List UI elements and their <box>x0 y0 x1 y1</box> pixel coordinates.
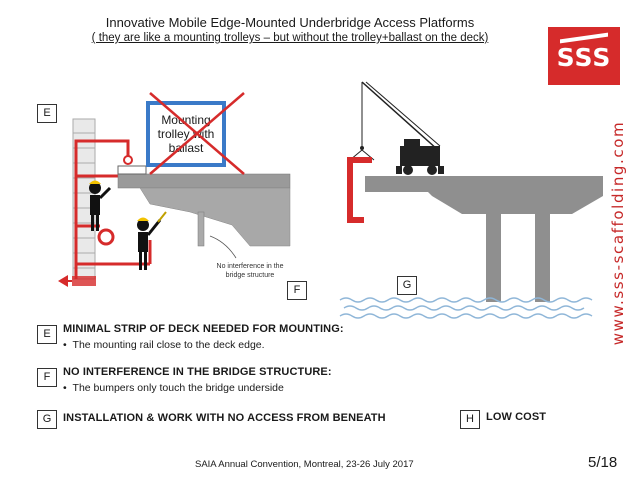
feature-f-bullet-text: The bumpers only touch the bridge unders… <box>72 382 284 394</box>
water-waves <box>339 297 593 319</box>
note-pointer <box>209 235 237 259</box>
feature-e-title: MINIMAL STRIP OF DECK NEEDED FOR MOUNTIN… <box>63 323 344 335</box>
slide-subtitle: ( they are like a mounting trolleys – bu… <box>91 32 489 44</box>
feature-f-bullet: • The bumpers only touch the bridge unde… <box>63 382 284 394</box>
bullet-icon: • <box>63 382 67 394</box>
mounting-trolley-text: Mounting trolley with ballast <box>157 113 215 155</box>
sss-logo: SSS <box>548 27 620 85</box>
hoist-pulley-icon <box>123 155 133 165</box>
feature-h-title: LOW COST <box>486 411 547 423</box>
worker-upper-icon <box>89 180 112 231</box>
diagram-label-g: G <box>397 276 417 295</box>
red-hook-platform <box>347 157 372 223</box>
feature-g-title: INSTALLATION & WORK WITH NO ACCESS FROM … <box>63 412 386 424</box>
feature-f-title: NO INTERFERENCE IN THE BRIDGE STRUCTURE: <box>63 366 332 378</box>
feature-e-bullet: • The mounting rail close to the deck ed… <box>63 339 265 351</box>
feature-e-letter: E <box>37 325 57 344</box>
mounting-trolley-box: Mounting trolley with ballast <box>146 101 226 167</box>
footer-event: SAIA Annual Convention, Montreal, 23-26 … <box>195 459 414 470</box>
feature-g-letter: G <box>37 410 57 429</box>
feature-h-letter: H <box>460 410 480 429</box>
diagram-label-e: E <box>37 104 57 123</box>
page-number: 5/18 <box>588 454 618 471</box>
diagram-label-f: F <box>287 281 307 300</box>
feature-e-bullet-text: The mounting rail close to the deck edge… <box>72 339 265 351</box>
arrow-left-icon <box>58 275 96 287</box>
logo-text: SSS <box>556 43 612 72</box>
wheel-icon <box>97 228 115 246</box>
slide-title: Innovative Mobile Edge-Mounted Underbrid… <box>105 15 475 30</box>
bridge-deck-left <box>117 165 291 247</box>
worker-lower-icon <box>137 211 167 270</box>
feature-f-letter: F <box>37 368 57 387</box>
bridge-deck-right <box>365 176 603 302</box>
bullet-icon: • <box>63 339 67 351</box>
no-interference-note: No interference in the bridge structure <box>216 263 284 279</box>
